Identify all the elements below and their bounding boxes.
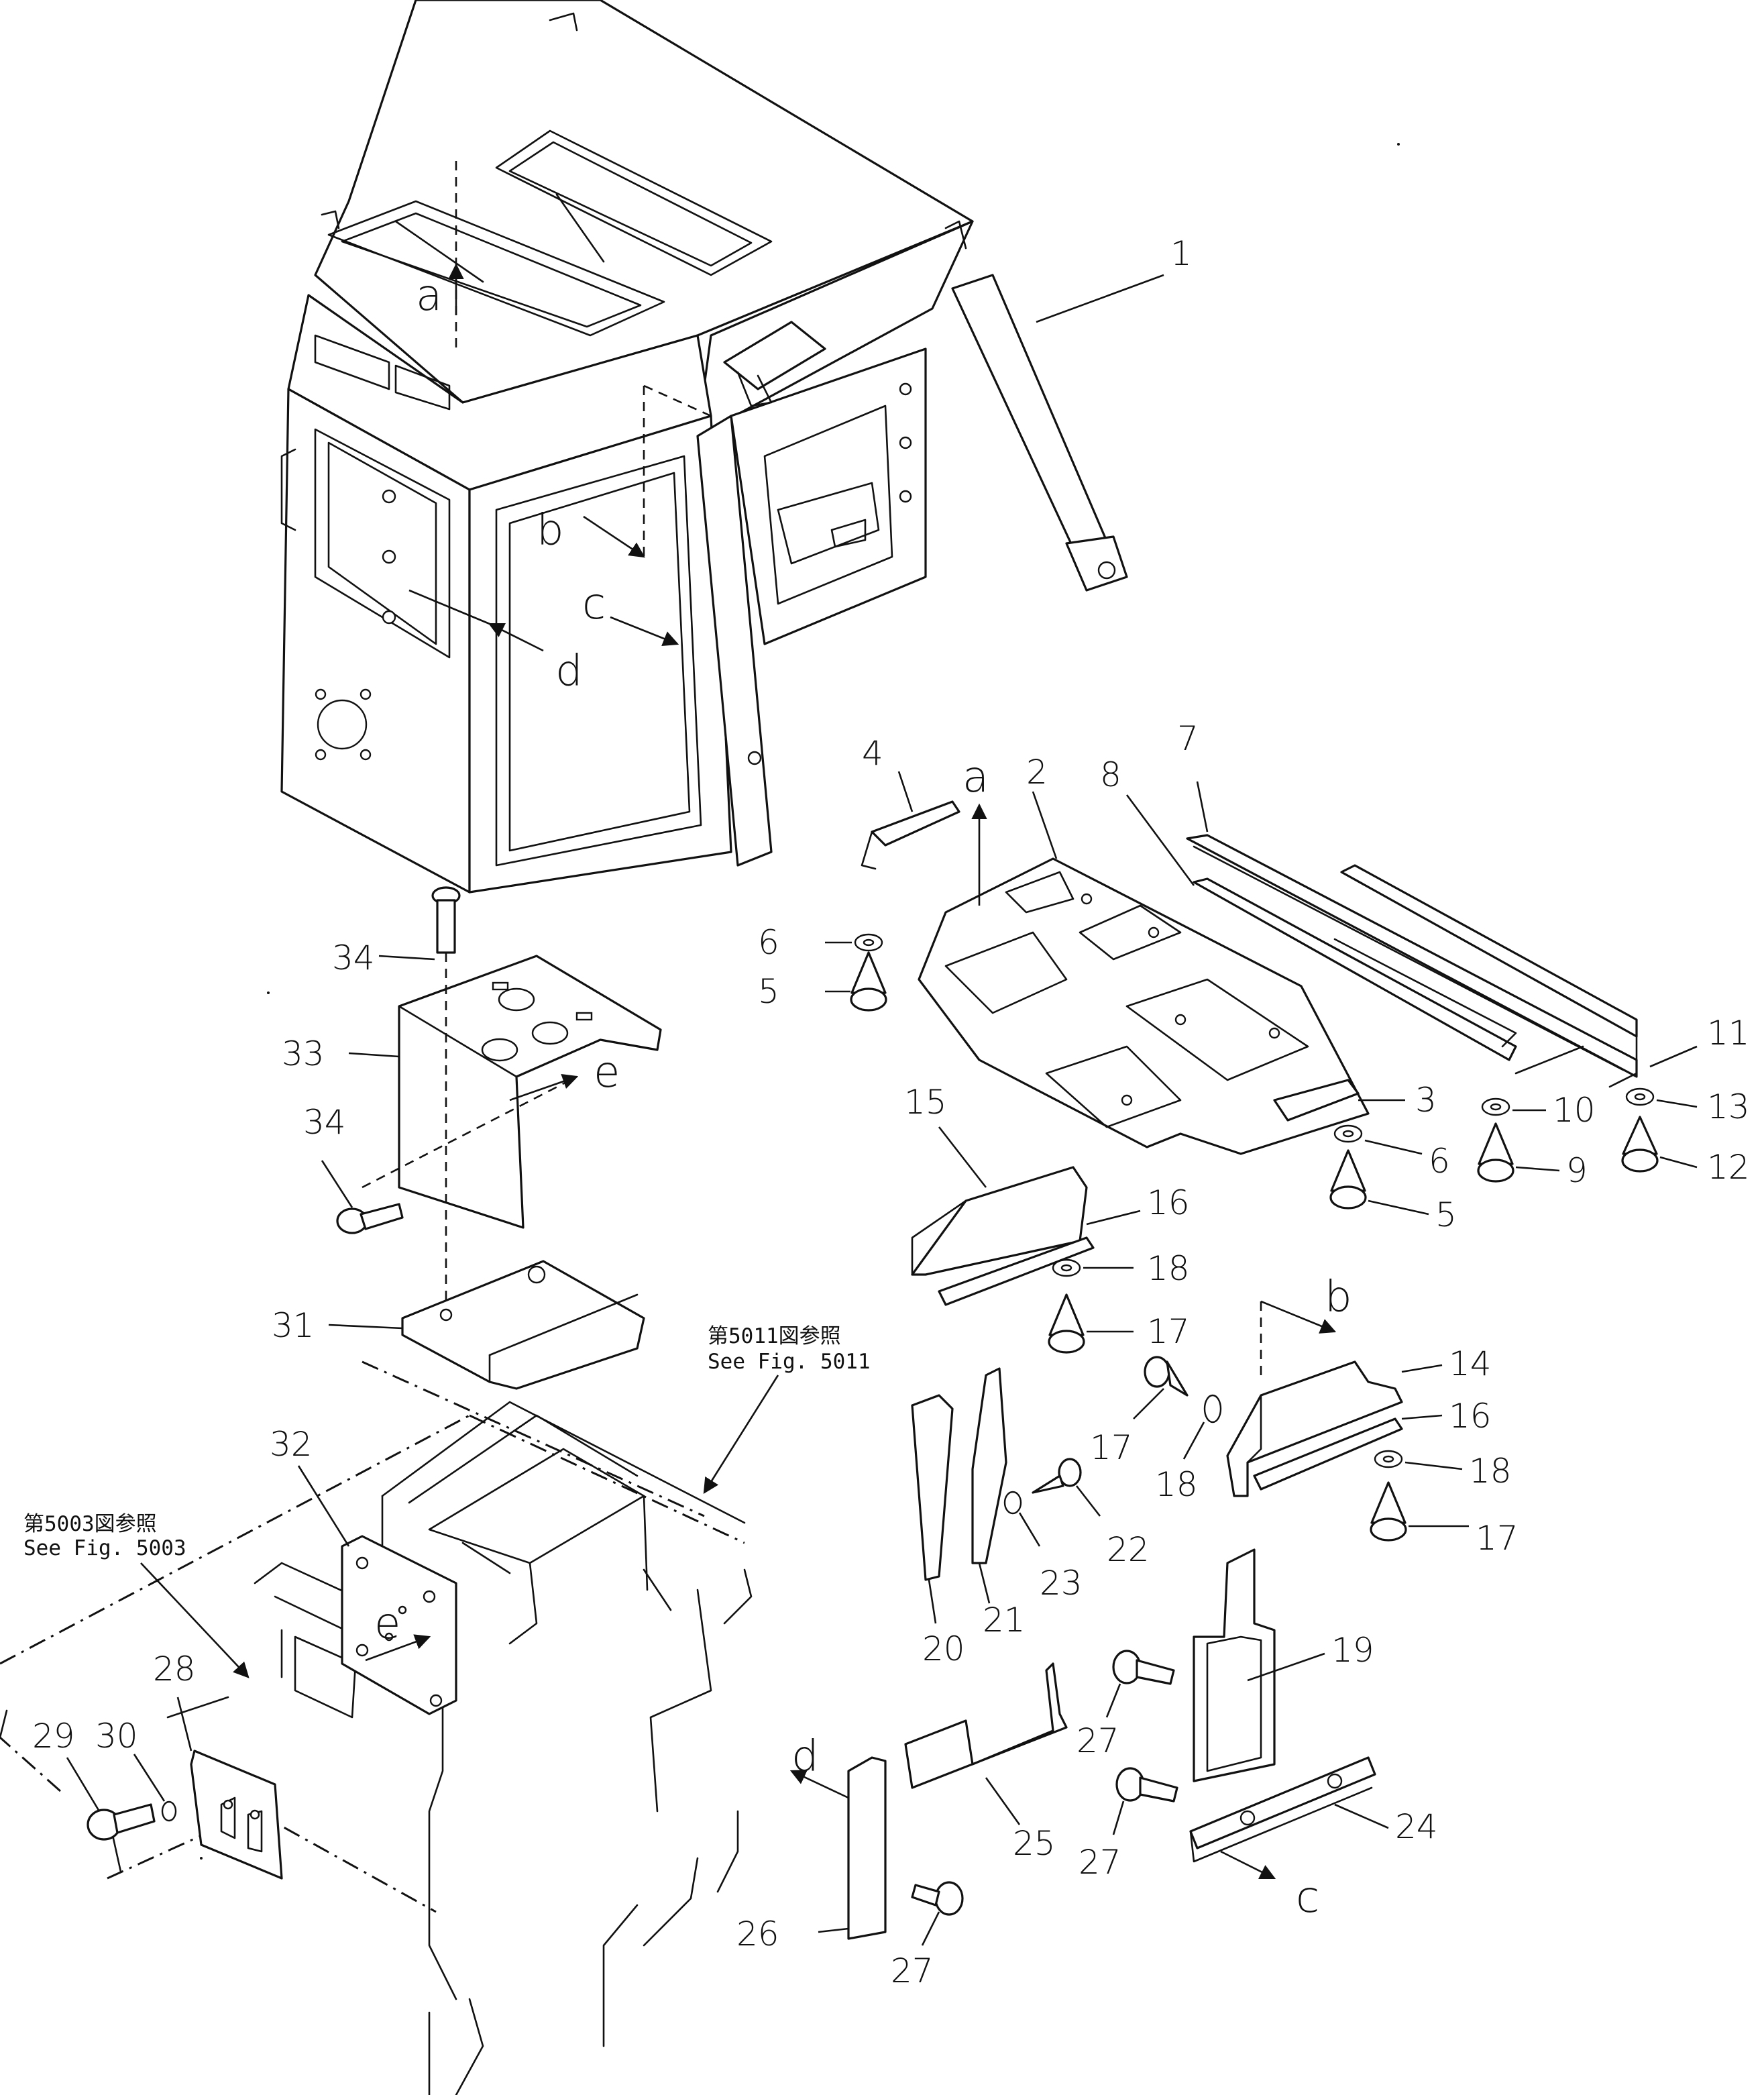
bolt-34-side xyxy=(336,1203,404,1234)
callout-27-middle: 27 xyxy=(1079,1843,1121,1882)
callout-28: 28 xyxy=(153,1650,196,1688)
callout-20: 20 xyxy=(922,1629,965,1668)
callout-9: 9 xyxy=(1566,1151,1588,1190)
callout-4: 4 xyxy=(862,734,883,773)
callout-6-left: 6 xyxy=(758,923,779,962)
callout-26: 26 xyxy=(736,1915,779,1953)
plate-28 xyxy=(190,1750,283,1880)
view-a-label-floor: a xyxy=(962,753,989,802)
callout-34-side: 34 xyxy=(303,1103,346,1142)
callout-15: 15 xyxy=(904,1083,947,1122)
plate-31 xyxy=(401,1260,645,1390)
bracket-33 xyxy=(398,955,662,1229)
bolt-17-upper xyxy=(1048,1293,1085,1354)
bolt-29 xyxy=(87,1803,156,1841)
view-e-label-plate: e xyxy=(374,1599,400,1649)
bolt-5-right xyxy=(1329,1149,1367,1210)
callout-27-upper: 27 xyxy=(1077,1721,1119,1760)
callout-12: 12 xyxy=(1707,1148,1750,1187)
bolt-27-upper xyxy=(1112,1650,1175,1685)
strip-16-lower xyxy=(1253,1417,1403,1491)
cover-15 xyxy=(911,1166,1088,1276)
plate-26 xyxy=(847,1756,887,1940)
bolt-9 xyxy=(1477,1122,1514,1183)
callout-11: 11 xyxy=(1707,1014,1750,1053)
bolt-27-lower xyxy=(911,1881,964,1916)
bar-24 xyxy=(1189,1756,1376,1863)
bolt-34-top xyxy=(431,886,461,954)
bracket-4 xyxy=(871,800,960,847)
view-c-label-cab: c xyxy=(582,580,606,629)
view-b-label-cab: b xyxy=(537,506,564,555)
strip-16-upper xyxy=(938,1236,1095,1306)
bolt-27-middle xyxy=(1115,1767,1178,1803)
view-e-label-bracket: e xyxy=(594,1048,620,1097)
callout-5-left: 5 xyxy=(758,972,779,1011)
bracket-3 xyxy=(1273,1079,1360,1122)
view-d-label-cab: d xyxy=(555,647,583,696)
callout-8: 8 xyxy=(1100,755,1121,794)
callout-3: 3 xyxy=(1415,1081,1437,1120)
callout-32: 32 xyxy=(270,1425,313,1464)
panel-19 xyxy=(1193,1548,1276,1782)
ref-fig-5011-en: See Fig. 5011 xyxy=(708,1350,871,1374)
callout-16-lower: 16 xyxy=(1449,1397,1492,1436)
view-c-label-bar: c xyxy=(1296,1873,1319,1923)
view-d-label-plate: d xyxy=(791,1732,819,1782)
bolt-17-middle xyxy=(1144,1356,1189,1397)
callout-5-right: 5 xyxy=(1435,1195,1457,1234)
washer-23 xyxy=(1003,1491,1022,1515)
callout-24: 24 xyxy=(1395,1807,1438,1846)
bolt-12 xyxy=(1621,1116,1659,1173)
washer-30 xyxy=(161,1801,177,1822)
callout-10: 10 xyxy=(1553,1091,1596,1130)
callout-18-lower: 18 xyxy=(1469,1452,1512,1491)
callout-6-right: 6 xyxy=(1429,1142,1450,1181)
ref-fig-5011-jp: 第5011図参照 xyxy=(708,1324,841,1348)
callout-34-top: 34 xyxy=(332,938,375,977)
cab-assembly xyxy=(280,0,1128,894)
callout-31: 31 xyxy=(272,1306,315,1345)
callout-14: 14 xyxy=(1449,1344,1492,1383)
block-25 xyxy=(904,1662,1068,1789)
callout-33: 33 xyxy=(282,1034,325,1073)
rail-upper-right xyxy=(1340,864,1638,1088)
strip-21 xyxy=(971,1367,1007,1564)
callout-23: 23 xyxy=(1040,1564,1083,1603)
view-a-label-cab: a xyxy=(416,271,442,321)
callout-21: 21 xyxy=(983,1601,1026,1640)
callout-13: 13 xyxy=(1707,1087,1750,1126)
bolt-5-left xyxy=(850,951,887,1012)
callout-27-lower: 27 xyxy=(891,1951,934,1990)
ref-fig-5003-en: See Fig. 5003 xyxy=(23,1536,186,1560)
floor-plate-2 xyxy=(918,857,1370,1155)
callout-22: 22 xyxy=(1107,1530,1150,1569)
bolt-17-lower xyxy=(1370,1481,1407,1542)
callout-18-middle: 18 xyxy=(1155,1465,1198,1504)
rail-8 xyxy=(1193,877,1517,1061)
callout-25: 25 xyxy=(1013,1824,1056,1863)
callout-2: 2 xyxy=(1026,753,1048,792)
washer-18-middle xyxy=(1203,1394,1222,1423)
strip-20 xyxy=(911,1394,954,1581)
callout-17-lower: 17 xyxy=(1476,1519,1519,1558)
cover-14 xyxy=(1226,1360,1403,1497)
view-b-label-panel: b xyxy=(1325,1273,1352,1322)
callout-17-middle: 17 xyxy=(1090,1428,1133,1467)
callout-16-upper: 16 xyxy=(1147,1183,1190,1222)
callout-18-upper: 18 xyxy=(1147,1249,1190,1288)
callout-17-upper: 17 xyxy=(1147,1312,1190,1351)
callout-30: 30 xyxy=(95,1717,138,1756)
callout-1: 1 xyxy=(1170,234,1192,273)
callout-19: 19 xyxy=(1331,1631,1374,1670)
callout-7: 7 xyxy=(1177,719,1199,758)
screw-22 xyxy=(1032,1458,1082,1494)
callout-29: 29 xyxy=(32,1717,75,1756)
plate-32 xyxy=(341,1535,457,1715)
ref-fig-5003-jp: 第5003図参照 xyxy=(23,1512,157,1536)
